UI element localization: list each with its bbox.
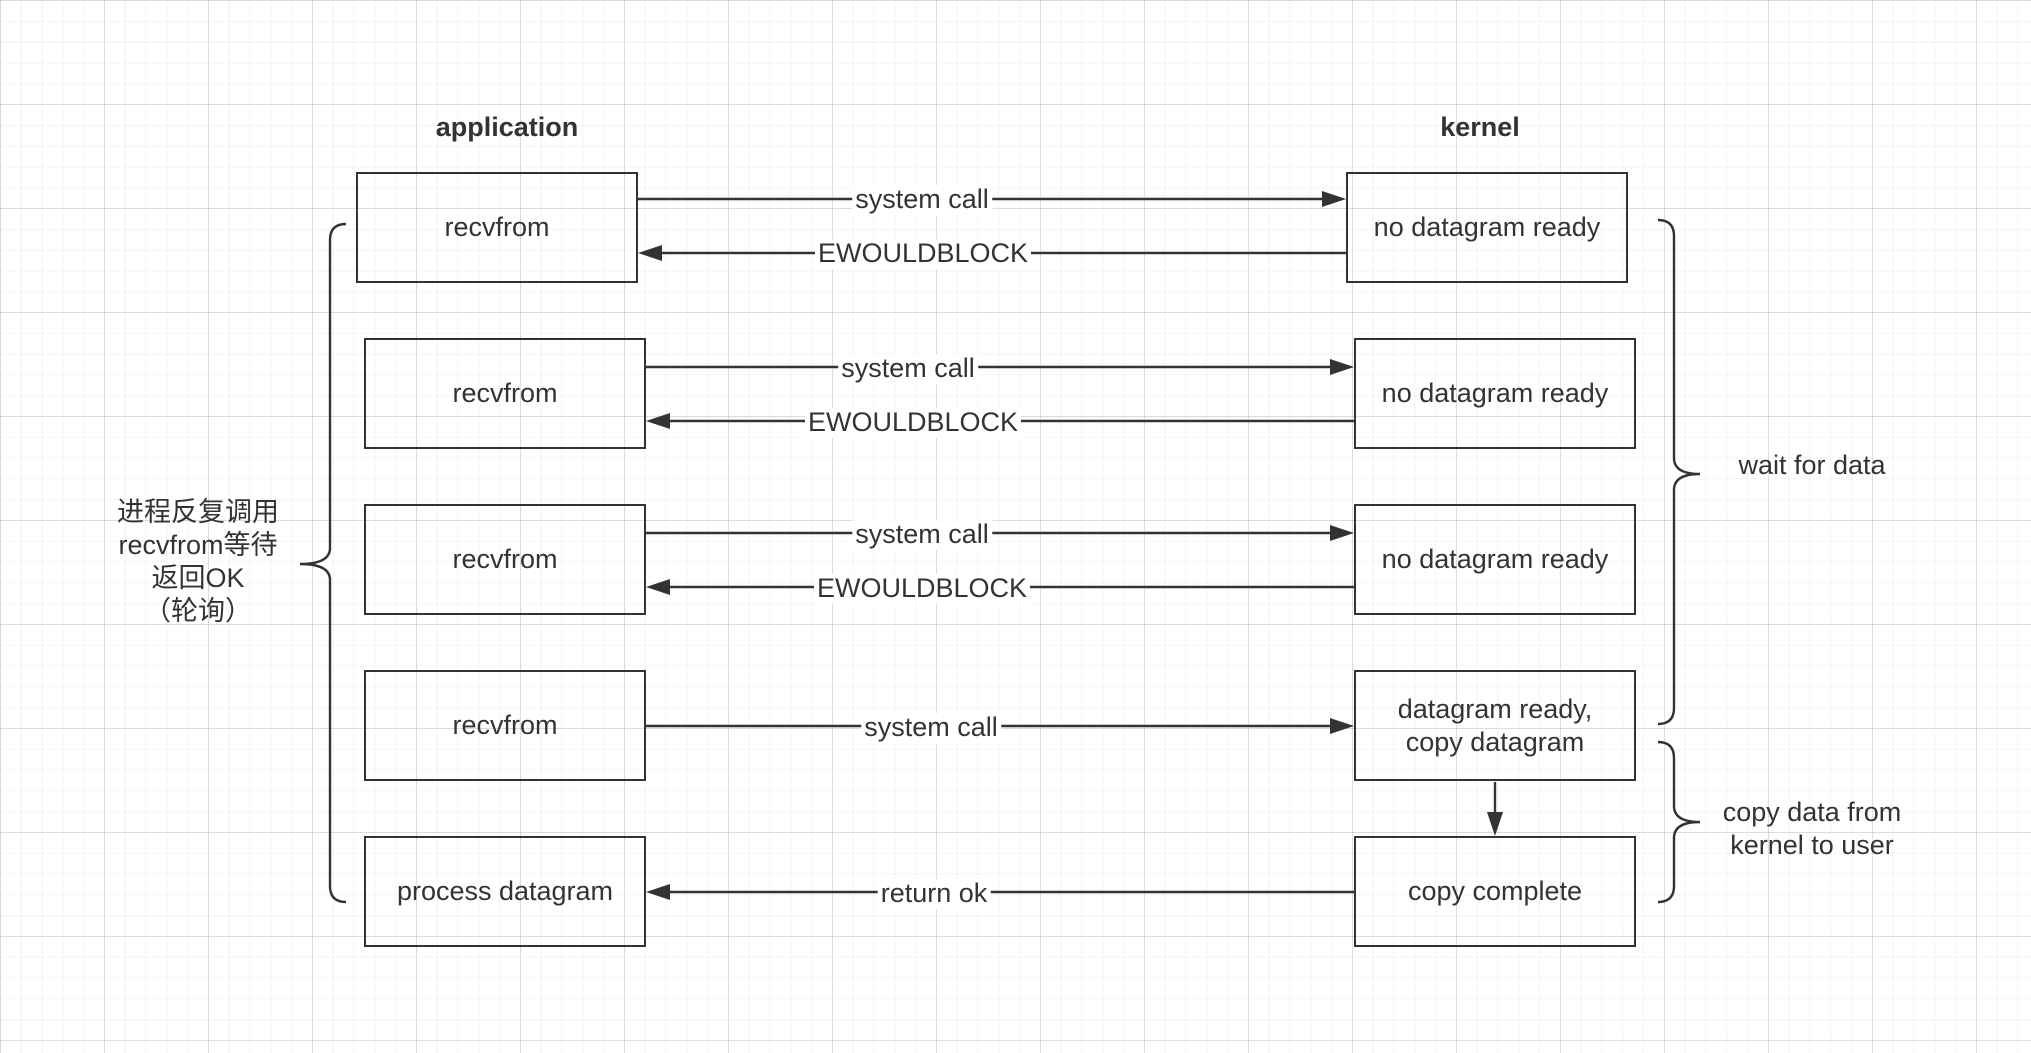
app-box-recvfrom-3: recvfrom <box>364 504 646 615</box>
arrowhead <box>1330 525 1354 541</box>
kernel-box-label: no datagram ready <box>1381 544 1609 575</box>
system-call-label-3: system call <box>852 519 992 550</box>
kernel-box-label: no datagram ready <box>1373 212 1601 243</box>
system-call-label-4: system call <box>861 712 1001 743</box>
arrowhead <box>1487 812 1503 836</box>
app-box-recvfrom-2: recvfrom <box>364 338 646 449</box>
kernel-box-no-datagram-3: no datagram ready <box>1354 504 1636 615</box>
polling-annotation-line: （轮询） <box>144 595 252 626</box>
copy-data-annotation-line: copy data from <box>1722 797 1902 827</box>
kernel-box-label-line2: copy datagram <box>1405 726 1585 757</box>
application-header: application <box>435 112 579 142</box>
system-call-label-2: system call <box>838 353 978 384</box>
arrowhead <box>646 579 670 595</box>
copy-data-brace <box>1657 740 1701 904</box>
arrowhead <box>646 884 670 900</box>
return-ok-label: return ok <box>877 878 991 909</box>
kernel-box-no-datagram-2: no datagram ready <box>1354 338 1636 449</box>
app-box-label: recvfrom <box>452 544 558 575</box>
kernel-box-copy-complete: copy complete <box>1354 836 1636 947</box>
left-brace <box>299 222 347 904</box>
app-box-label: recvfrom <box>452 710 558 741</box>
polling-annotation: 进程反复调用 recvfrom等待 返回OK （轮询） <box>98 496 298 628</box>
kernel-box-label-line1: datagram ready, <box>1397 693 1593 724</box>
app-box-recvfrom-4: recvfrom <box>364 670 646 781</box>
copy-data-annotation-line: kernel to user <box>1730 829 1894 860</box>
arrowhead <box>638 245 662 261</box>
system-call-label-1: system call <box>852 184 992 215</box>
kernel-header: kernel <box>1440 112 1520 142</box>
app-box-label: recvfrom <box>452 378 558 409</box>
kernel-box-no-datagram-1: no datagram ready <box>1346 172 1628 283</box>
kernel-box-datagram-ready: datagram ready, copy datagram <box>1354 670 1636 781</box>
wait-for-data-annotation: wait for data <box>1738 450 1886 480</box>
polling-annotation-line: 返回OK <box>151 562 245 593</box>
arrowhead <box>1322 191 1346 207</box>
wait-for-data-brace <box>1657 218 1701 726</box>
kernel-box-label: copy complete <box>1407 876 1583 907</box>
app-box-label: recvfrom <box>444 212 550 243</box>
arrowhead <box>1330 718 1354 734</box>
arrowhead <box>1330 359 1354 375</box>
ewouldblock-label-3: EWOULDBLOCK <box>813 573 1031 604</box>
app-box-label: process datagram <box>396 876 614 907</box>
polling-annotation-line: recvfrom等待 <box>118 529 278 560</box>
app-box-recvfrom-1: recvfrom <box>356 172 638 283</box>
polling-annotation-line: 进程反复调用 <box>117 497 279 527</box>
kernel-box-label: no datagram ready <box>1381 378 1609 409</box>
ewouldblock-label-2: EWOULDBLOCK <box>804 407 1022 438</box>
copy-data-annotation: copy data from kernel to user <box>1702 796 1922 862</box>
ewouldblock-label-1: EWOULDBLOCK <box>814 238 1032 269</box>
app-box-process-datagram: process datagram <box>364 836 646 947</box>
arrowhead <box>646 413 670 429</box>
